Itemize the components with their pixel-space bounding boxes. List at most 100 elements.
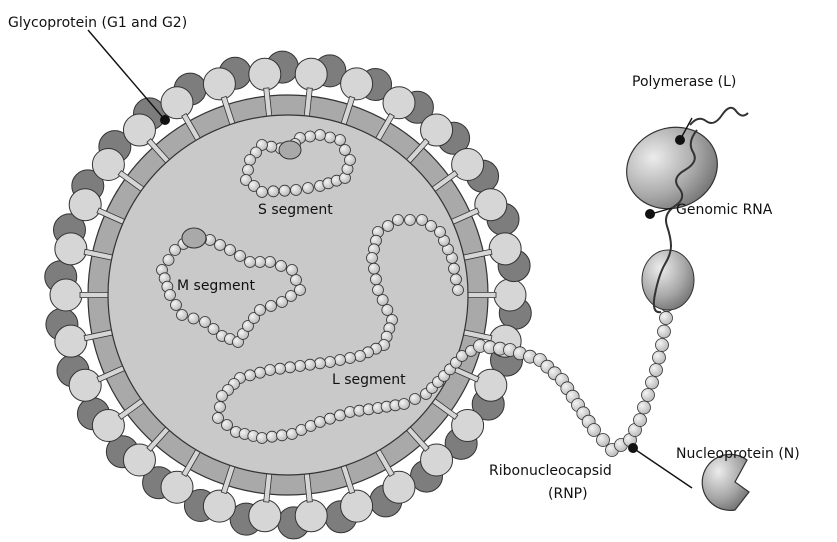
nucleocapsid-bead	[453, 285, 464, 296]
nucleocapsid-bead	[405, 215, 416, 226]
nucleocapsid-bead	[243, 165, 254, 176]
nucleocapsid-bead	[215, 240, 226, 251]
nucleocapsid-bead	[257, 187, 268, 198]
rnp-dot	[628, 443, 638, 453]
glycoprotein-head	[383, 471, 415, 503]
nucleocapsid-bead	[285, 362, 296, 373]
genomic-rna-strand	[690, 108, 748, 125]
nucleocapsid-bead	[382, 305, 393, 316]
nucleocapsid-bead	[245, 370, 256, 381]
glycoprotein-head	[249, 58, 281, 90]
glycoprotein-head	[489, 233, 521, 265]
nucleocapsid-bead	[399, 399, 410, 410]
nucleocapsid-bead	[217, 391, 228, 402]
nucleocapsid-bead	[245, 155, 256, 166]
glycoprotein-head	[475, 189, 507, 221]
glycoprotein-head	[55, 233, 87, 265]
glycoprotein-head	[50, 279, 82, 311]
nucleocapsid-bead	[267, 431, 278, 442]
nucleocapsid-bead	[170, 245, 181, 256]
label-glycoprotein: Glycoprotein (G1 and G2)	[8, 15, 187, 31]
nucleocapsid-bead	[268, 186, 279, 197]
glycoprotein-dot	[160, 115, 170, 125]
m-segment-polymerase	[182, 228, 206, 248]
nucleocapsid-bead	[451, 274, 462, 285]
nucleocapsid-bead	[266, 301, 277, 312]
label-polymerase: Polymerase (L)	[632, 74, 736, 90]
nucleocapsid-bead	[656, 339, 669, 352]
label-genomic-rna: Genomic RNA	[676, 202, 773, 218]
nucleocapsid-bead	[188, 313, 199, 324]
nucleocapsid-bead	[265, 365, 276, 376]
glycoprotein-head	[383, 87, 415, 119]
glycoprotein-head	[341, 490, 373, 522]
nucleocapsid-bead	[373, 285, 384, 296]
spike-stem	[80, 292, 112, 297]
label-l-segment: L segment	[332, 372, 406, 388]
nucleocapsid-bead	[325, 132, 336, 143]
nucleoprotein-shape	[702, 454, 749, 510]
nucleocapsid-bead	[383, 221, 394, 232]
nucleocapsid-bead	[325, 357, 336, 368]
glycoprotein-head	[475, 369, 507, 401]
nucleocapsid-bead	[225, 245, 236, 256]
nucleocapsid-bead	[335, 410, 346, 421]
glycoprotein-head	[69, 369, 101, 401]
glycoprotein-head	[203, 68, 235, 100]
glycoprotein-head	[295, 500, 327, 532]
nucleocapsid-bead	[410, 394, 421, 405]
label-s-segment: S segment	[258, 202, 333, 218]
nucleocapsid-bead	[215, 402, 226, 413]
nucleocapsid-bead	[377, 295, 388, 306]
nucleocapsid-bead	[588, 424, 601, 437]
glycoprotein-head	[161, 87, 193, 119]
nucleocapsid-bead	[291, 275, 302, 286]
nucleocapsid-bead	[235, 251, 246, 262]
label-m-segment: M segment	[177, 278, 255, 294]
nucleocapsid-bead	[355, 351, 366, 362]
nucleocapsid-bead	[345, 353, 356, 364]
nucleocapsid-bead	[638, 401, 651, 414]
nucleocapsid-bead	[305, 359, 316, 370]
nucleocapsid-bead	[275, 363, 286, 374]
nucleocapsid-bead	[295, 361, 306, 372]
nucleocapsid-bead	[279, 185, 290, 196]
glycoprotein-head	[494, 279, 526, 311]
nucleocapsid-bead	[646, 376, 659, 389]
nucleocapsid-bead	[371, 274, 382, 285]
nucleocapsid-bead	[291, 185, 302, 196]
nucleocapsid-bead	[417, 215, 428, 226]
nucleocapsid-bead	[245, 257, 256, 268]
nucleocapsid-bead	[287, 265, 298, 276]
nucleocapsid-bead	[653, 351, 666, 364]
nucleocapsid-bead	[634, 414, 647, 427]
polymerase-dot	[675, 135, 685, 145]
label-nucleoprotein: Nucleoprotein (N)	[676, 446, 800, 462]
nucleocapsid-bead	[222, 420, 233, 431]
genomic-rna-dot	[645, 209, 655, 219]
nucleocapsid-bead	[303, 183, 314, 194]
nucleocapsid-bead	[171, 300, 182, 311]
nucleocapsid-bead	[257, 433, 268, 444]
nucleocapsid-bead	[305, 131, 316, 142]
nucleocapsid-bead	[315, 130, 326, 141]
nucleocapsid-bead	[315, 417, 326, 428]
nucleocapsid-bead	[597, 434, 610, 447]
nucleocapsid-bead	[255, 367, 266, 378]
nucleocapsid-bead	[255, 305, 266, 316]
nucleocapsid-bead	[325, 413, 336, 424]
glycoprotein-head	[203, 490, 235, 522]
nucleocapsid-bead	[335, 355, 346, 366]
spike-stem	[464, 292, 496, 297]
nucleocapsid-bead	[255, 257, 266, 268]
nucleocapsid-bead	[642, 389, 655, 402]
nucleocapsid-bead	[345, 155, 356, 166]
glycoprotein-head	[161, 471, 193, 503]
glycoprotein-head	[249, 500, 281, 532]
nucleocapsid-bead	[295, 285, 306, 296]
nucleocapsid-bead	[393, 215, 404, 226]
nucleocapsid-bead	[369, 263, 380, 274]
glycoprotein-head	[341, 68, 373, 100]
nucleocapsid-bead	[340, 145, 351, 156]
